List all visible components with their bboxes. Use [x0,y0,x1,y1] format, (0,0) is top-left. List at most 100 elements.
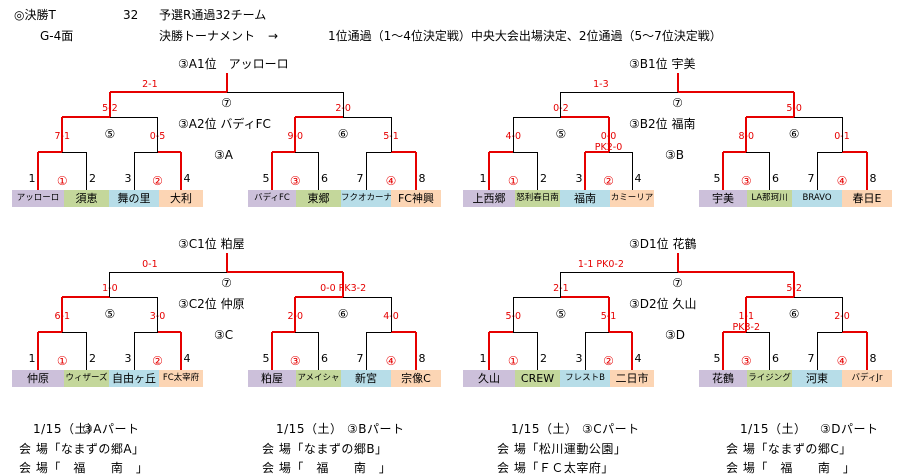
seed-number: 6 [772,352,779,365]
final-line [560,92,562,117]
r1-line [746,331,770,333]
semi-line [109,116,158,118]
r1-line [585,151,609,153]
r1-match-number: ④ [385,354,397,368]
final-stem [676,73,679,92]
r1-line [816,332,818,370]
semi-line [513,116,561,118]
seed-number: 2 [89,352,96,365]
seed-number: 6 [321,172,328,185]
final-stem [225,253,228,272]
header-category: ◎決勝T [14,8,56,22]
footer-part: ③Dパート [820,422,879,436]
r1-line [318,152,319,190]
final-line [226,91,344,93]
semi-line [841,297,843,332]
semi-line [607,117,610,152]
r1-line [180,152,182,190]
first-place-label: ③B1位 宇美 [629,57,696,71]
team-box: アメイシャ [296,370,341,387]
final-line [109,272,111,297]
team-box: LA那珂川 [747,190,792,207]
r1-match-number: ② [603,354,614,368]
r1-line [37,332,39,370]
semi-line [61,297,64,332]
footer-venue2: 会 場「 福 南 」 [726,461,856,475]
team-box: BRAVO [792,190,842,207]
semi-line [512,117,514,152]
block-label: ③C [214,328,234,342]
r1-line [37,152,39,190]
r1-line [391,331,416,333]
seed-number: 8 [418,352,426,365]
r1-line [365,152,367,190]
r1-match-number: ④ [836,174,848,188]
r1-line [38,331,63,333]
final-stem [225,73,228,92]
r1-line [391,151,416,153]
r1-line [62,151,87,153]
team-box: 東郷 [296,190,341,207]
r1-line [318,332,319,370]
seed-number: 3 [124,172,132,185]
r1-line [817,151,842,153]
r1-match-number: ① [56,354,68,368]
r1-match-number: ① [507,174,519,188]
team-box: 花鶴 [699,370,747,387]
r1-line [133,332,135,370]
footer-venue2: 会 場「 福 南 」 [19,461,149,475]
seed-number: 7 [356,352,364,365]
r1-match-number: ③ [289,354,301,368]
semi-line [513,296,561,298]
semi-match-number: ⑥ [788,307,800,321]
r1-match-number: ④ [385,174,397,188]
r1-line [722,332,724,370]
seed-number: 4 [634,352,642,365]
r1-line [489,331,514,333]
team-box: 須恵 [64,190,109,207]
r1-line [584,152,586,190]
semi-line [745,117,748,152]
r1-match-number: ③ [740,174,752,188]
final-score: 0-1 [142,259,158,270]
footer-part: ③Bパート [347,422,405,436]
final-line [793,92,796,117]
r1-line [842,151,867,153]
r1-line [295,331,319,333]
final-line [109,91,227,93]
final-score: 1-1 PK0-2 [577,259,624,270]
seed-number: 7 [807,172,815,185]
r1-line [866,152,868,190]
team-box: 自由ヶ丘 [109,370,159,387]
semi-line [560,116,609,118]
semi-line [294,297,297,332]
semi-line [343,116,391,118]
semi-match-number: ⑤ [104,307,116,321]
r1-line [415,152,417,190]
seed-number: 1 [28,172,36,185]
semi-line [746,116,795,118]
seed-number: 6 [321,352,328,365]
block-label: ③A [214,148,233,162]
footer-venue1: 会 場「松川運動公園」 [497,442,627,456]
r1-line [585,331,609,333]
team-box: FC神興 [391,190,441,207]
final-line [560,272,562,297]
semi-line [295,116,344,118]
r1-line [366,151,391,153]
seed-number: 4 [183,172,191,185]
r1-line [746,151,770,153]
team-box: FC太宰府 [159,370,203,387]
team-box: ウィザーズ [64,370,109,387]
seed-number: 8 [869,172,877,185]
team-box: アッローロ [12,190,64,207]
semi-line [794,296,842,298]
first-place-label: ③C1位 粕屋 [178,237,245,251]
first-place-label: ③A1位 アッローロ [178,57,289,71]
r1-line [513,151,538,153]
seed-number: 3 [575,172,583,185]
semi-match-number: ⑥ [788,127,800,141]
semi-line [746,296,795,298]
semi-line [62,296,110,298]
footer-venue1: 会 場「なまずの郷B」 [262,442,388,456]
